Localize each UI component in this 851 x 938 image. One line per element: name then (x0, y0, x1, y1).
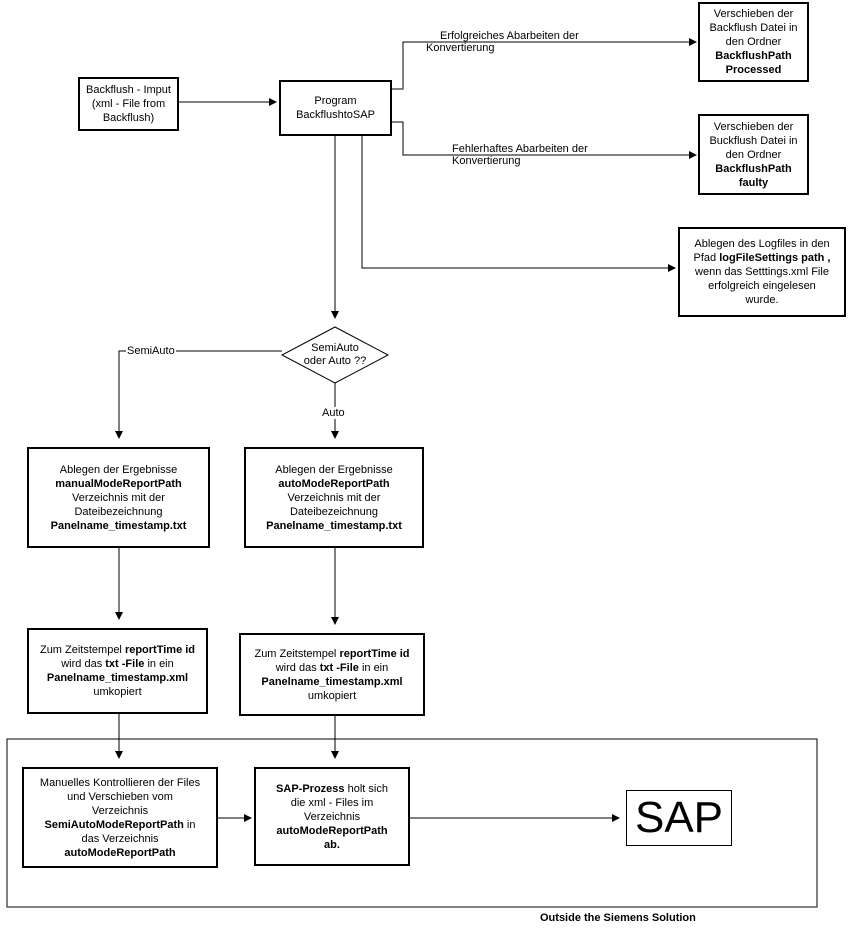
node-move-faulty: Verschieben der Buckflush Datei in den O… (698, 114, 809, 195)
node-line: (xml - File from (91, 98, 166, 110)
decision-label: SemiAuto oder Auto ?? (282, 335, 388, 375)
node-line: BackflushtoSAP (296, 109, 375, 121)
node-line: Backflush Datei in (709, 22, 798, 34)
node-backflush-input: Backflush - Imput (xml - File from Backf… (78, 77, 179, 131)
edge-label-line: Fehlerhaftes Abarbeiten der (452, 143, 588, 155)
node-line: wird das txt -File in ein (61, 657, 174, 671)
node-line: Manuelles Kontrollieren der Files (39, 776, 201, 789)
node-line: Dateibezeichnung (74, 505, 163, 518)
edge-label-faulty: Fehlerhaftes Abarbeiten der Konvertierun… (452, 143, 588, 167)
node-line: die xml - Files im (290, 796, 374, 809)
edge-label-semiauto: SemiAuto (126, 345, 176, 357)
node-line: SemiAutoModeReportPath in (45, 818, 196, 832)
edge-decision-to-manual (115, 350, 282, 439)
node-line: Program (314, 95, 357, 107)
edge-label-line: Erfolgreiches Abarbeiten der (440, 30, 579, 42)
node-program: Program BackflushtoSAP (279, 80, 392, 136)
node-line: den Ordner (725, 36, 782, 48)
node-text: holt sich (344, 782, 388, 795)
node-auto-store: Ablegen der Ergebnisse autoModeReportPat… (244, 447, 424, 548)
node-text: Zum Zeitstempel (39, 644, 125, 656)
node-line: manualModeReportPath (55, 477, 182, 490)
node-text-bold: txt -File (105, 658, 145, 670)
node-line: autoModeReportPath (64, 846, 176, 859)
node-text-bold: reportTime id (124, 644, 196, 656)
edge-label-auto: Auto (321, 407, 346, 419)
node-text-bold: SemiAutoModeReportPath (44, 818, 184, 831)
node-manual-check: Manuelles Kontrollieren der Files und Ve… (22, 767, 218, 868)
node-line: Verzeichnis (91, 804, 149, 817)
edge-label-line: Konvertierung (426, 42, 495, 54)
node-text: Zum Zeitstempel (254, 647, 340, 660)
node-line: Verschieben der (713, 120, 794, 133)
node-line: BackflushPath (715, 162, 792, 175)
edge-label-line: Auto (322, 407, 345, 419)
node-line: BackflushPath (715, 50, 792, 62)
node-text-bold: logFileSettings path , (719, 252, 831, 264)
node-text: in ein (144, 658, 174, 670)
node-line: erfolgreich eingelesen (708, 280, 816, 292)
node-line: SAP-Prozess holt sich (276, 782, 388, 796)
node-line: den Ordner (725, 148, 782, 161)
node-line: autoModeReportPath (276, 824, 388, 837)
node-text-bold: reportTime id (339, 647, 410, 660)
node-auto-copy: Zum Zeitstempel reportTime id wird das t… (239, 633, 425, 716)
node-line: Ablegen der Ergebnisse (275, 463, 393, 476)
node-line: oder Auto ?? (303, 355, 367, 367)
edge-label-line: Konvertierung (452, 155, 521, 167)
node-line: faulty (738, 176, 769, 189)
node-line: Zum Zeitstempel reportTime id (254, 647, 409, 661)
node-line: Panelname_timestamp.xml (46, 672, 189, 684)
node-logfile: Ablegen des Logfiles in den Pfad logFile… (678, 227, 846, 317)
node-text-bold: txt -File (319, 661, 359, 674)
node-line: Processed (725, 64, 782, 76)
node-manual-store: Ablegen der Ergebnisse manualModeReportP… (27, 447, 210, 548)
node-text: wird das (275, 661, 320, 674)
node-line: autoModeReportPath (278, 477, 390, 490)
node-line: Backflush) (102, 112, 155, 124)
node-line: Pfad logFileSettings path , (694, 251, 831, 265)
node-line: das Verzeichnis (81, 832, 159, 845)
node-line: Backflush - Imput (86, 84, 171, 96)
node-line: Panelname_timestamp.txt (50, 519, 187, 532)
boundary-caption: Outside the Siemens Solution (540, 912, 696, 924)
node-line: Panelname_timestamp.xml (261, 675, 403, 688)
node-line: Verzeichnis mit der (287, 491, 381, 504)
node-text: in (183, 818, 196, 831)
node-text: in ein (358, 661, 389, 674)
node-line: und Verschieben vom (67, 790, 173, 803)
siemens-boundary (6, 738, 818, 908)
node-sap: SAP (626, 790, 732, 846)
node-line: Buckflush Datei in (709, 134, 798, 147)
node-line: wird das txt -File in ein (276, 661, 389, 675)
node-sap-process: SAP-Prozess holt sich die xml - Files im… (254, 767, 410, 866)
node-line: Dateibezeichnung (289, 505, 379, 518)
node-line: ab. (324, 838, 340, 851)
edge-program-to-logfile (361, 136, 676, 272)
edge-label-line: SemiAuto (127, 345, 175, 357)
node-line: Verschieben der (713, 8, 794, 20)
node-line: umkopiert (93, 686, 142, 698)
node-line: SemiAuto (311, 342, 359, 354)
node-line: Panelname_timestamp.txt (266, 519, 402, 532)
node-line: Verzeichnis mit der (72, 491, 165, 504)
node-line: Zum Zeitstempel reportTime id (40, 643, 195, 657)
node-line: umkopiert (307, 689, 357, 702)
node-line: wurde. (745, 294, 779, 306)
node-text-bold: SAP-Prozess (276, 782, 345, 795)
node-move-processed: Verschieben der Backflush Datei in den O… (698, 2, 809, 82)
edge-program-to-processed (392, 38, 697, 90)
node-line: wenn das Setttings.xml File (695, 266, 829, 278)
node-text: wird das (61, 658, 106, 670)
sap-label: SAP (634, 793, 724, 842)
node-manual-copy: Zum Zeitstempel reportTime id wird das t… (27, 628, 208, 714)
edge-program-to-faulty (392, 121, 697, 159)
node-line: Ablegen der Ergebnisse (59, 463, 178, 476)
node-line: Ablegen des Logfiles in den (694, 238, 830, 250)
node-text: Pfad (693, 252, 720, 264)
edge-label-success: Erfolgreiches Abarbeiten der Konvertieru… (426, 30, 579, 54)
node-line: Verzeichnis (303, 810, 361, 823)
